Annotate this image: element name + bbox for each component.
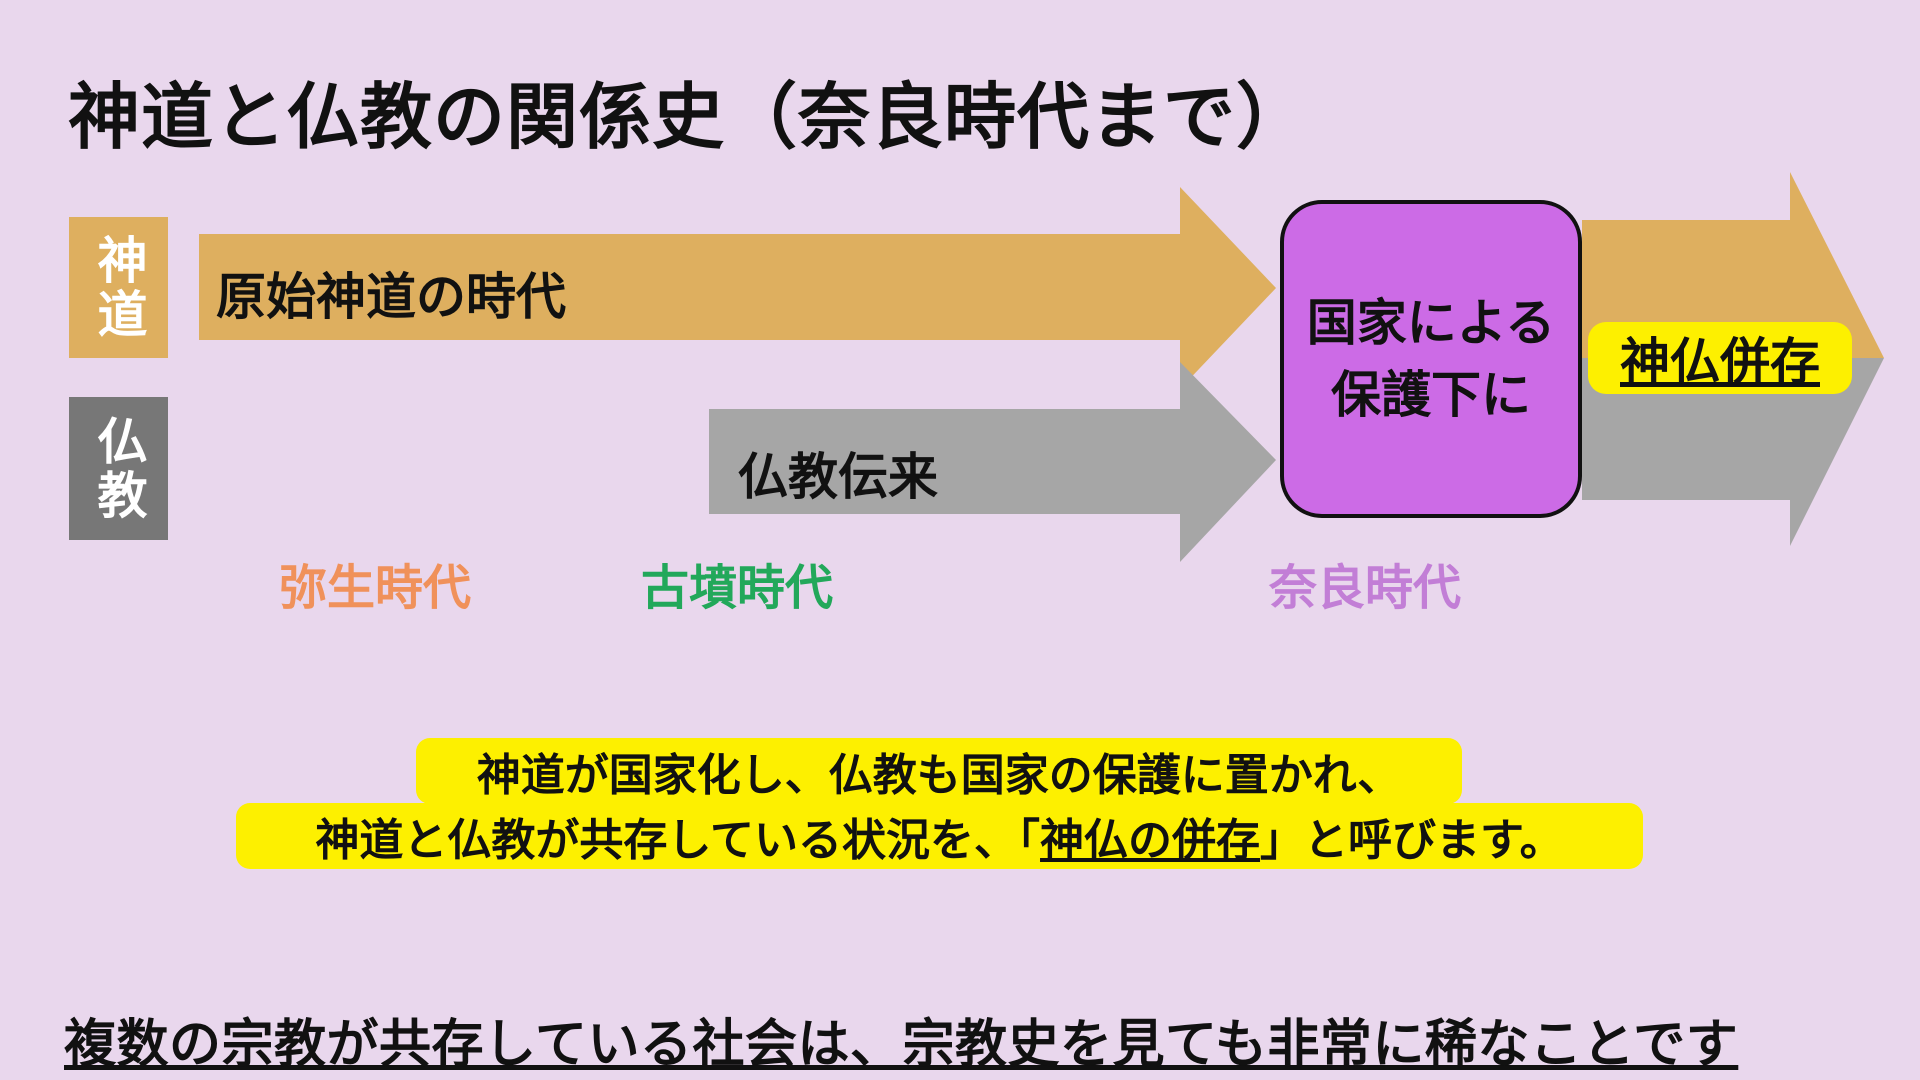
shinto-side-label: 神道 <box>69 217 168 358</box>
shinto-side-label-text: 神道 <box>89 233 148 342</box>
explanation-line2-before: 神道と仏教が共存している状況を、「 <box>315 815 1041 866</box>
shinto-arrow <box>199 187 1276 389</box>
coexistence-label: 神仏併存 <box>1588 322 1852 394</box>
state-protection-line2: 保護下に <box>1331 366 1531 424</box>
page-title: 神道と仏教の関係史（奈良時代まで） <box>68 75 1310 159</box>
bukkyo-side-label: 仏教 <box>69 397 168 540</box>
shinto-arrow-label: 原始神道の時代 <box>216 268 566 326</box>
state-protection-line1: 国家による <box>1306 294 1556 352</box>
bukkyo-arrow-label: 仏教伝来 <box>738 448 938 506</box>
combined-arrow-lower <box>1582 358 1884 546</box>
period-yayoi: 弥生時代 <box>279 560 472 616</box>
bottom-note: 複数の宗教が共存している社会は、宗教史を見ても非常に稀なことです <box>64 1015 1739 1075</box>
explanation-term: 神仏の併存 <box>1040 815 1261 866</box>
bukkyo-arrow <box>709 362 1276 562</box>
combined-arrow-upper <box>1582 172 1884 358</box>
period-nara: 奈良時代 <box>1269 560 1462 616</box>
state-protection-box: 国家による 保護下に <box>1280 200 1582 518</box>
period-kofun: 古墳時代 <box>641 560 834 616</box>
explanation-line1: 神道が国家化し、仏教も国家の保護に置かれ、 <box>416 738 1462 804</box>
explanation-line2: 神道と仏教が共存している状況を、「神仏の併存」と呼びます。 <box>236 803 1643 869</box>
explanation-line2-after: 」と呼びます。 <box>1260 815 1564 866</box>
bukkyo-side-label-text: 仏教 <box>89 414 148 523</box>
